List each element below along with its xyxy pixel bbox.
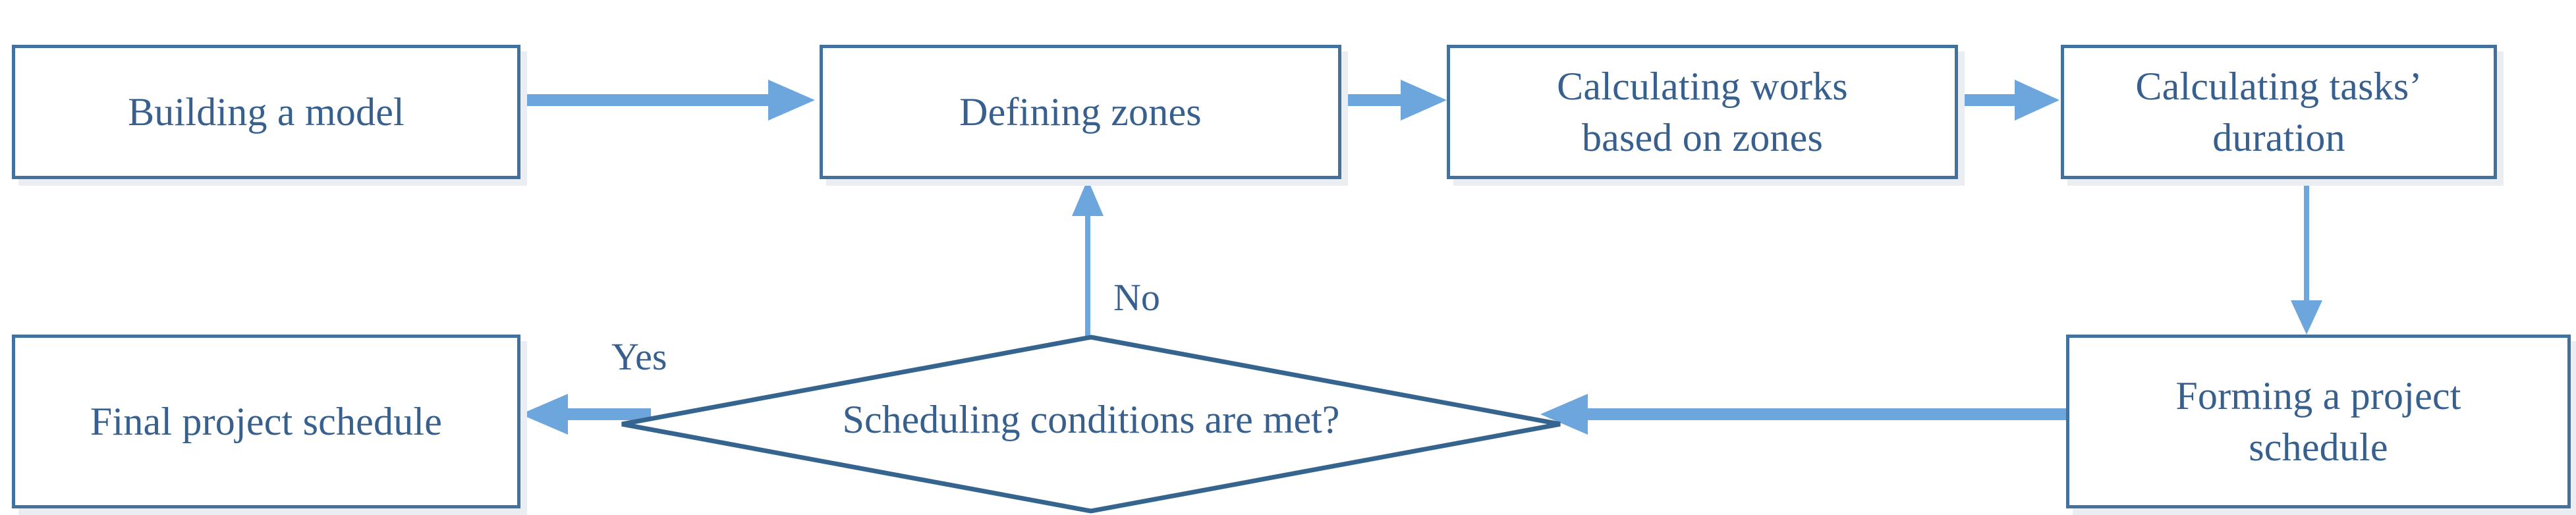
node-scheduling-conditions-decision[interactable]: Scheduling conditions are met?: [619, 335, 1563, 514]
edge-label-no: No: [1113, 276, 1160, 319]
node-calculating-tasks-duration[interactable]: Calculating tasks’ duration: [2061, 45, 2497, 179]
node-building-a-model-label: Building a model: [128, 90, 405, 134]
node-calculating-works-based-on-zones[interactable]: Calculating works based on zones: [1447, 45, 1958, 179]
connector-calctasks-to-forming: [2286, 176, 2327, 336]
edge-label-yes: Yes: [611, 335, 667, 378]
node-building-a-model[interactable]: Building a model: [12, 45, 520, 179]
connector-forming-to-decision: [1540, 394, 2067, 435]
node-calculating-works-based-on-zones-label: Calculating works based on zones: [1557, 65, 1848, 159]
node-final-project-schedule[interactable]: Final project schedule: [12, 335, 520, 508]
node-defining-zones[interactable]: Defining zones: [820, 45, 1341, 179]
node-forming-a-project-schedule[interactable]: Forming a project schedule: [2066, 335, 2571, 508]
node-calculating-tasks-duration-label: Calculating tasks’ duration: [2135, 65, 2422, 159]
connector-defining-to-calcworks: [1341, 80, 1451, 121]
connector-calcworks-to-calctasks: [1958, 80, 2063, 121]
connector-decision-to-final: [519, 394, 651, 435]
connector-decision-to-defining: [1067, 176, 1108, 341]
node-forming-a-project-schedule-label: Forming a project schedule: [2175, 374, 2461, 469]
connector-building-to-defining: [519, 80, 822, 121]
node-defining-zones-label: Defining zones: [959, 90, 1202, 134]
node-final-project-schedule-label: Final project schedule: [90, 400, 443, 443]
